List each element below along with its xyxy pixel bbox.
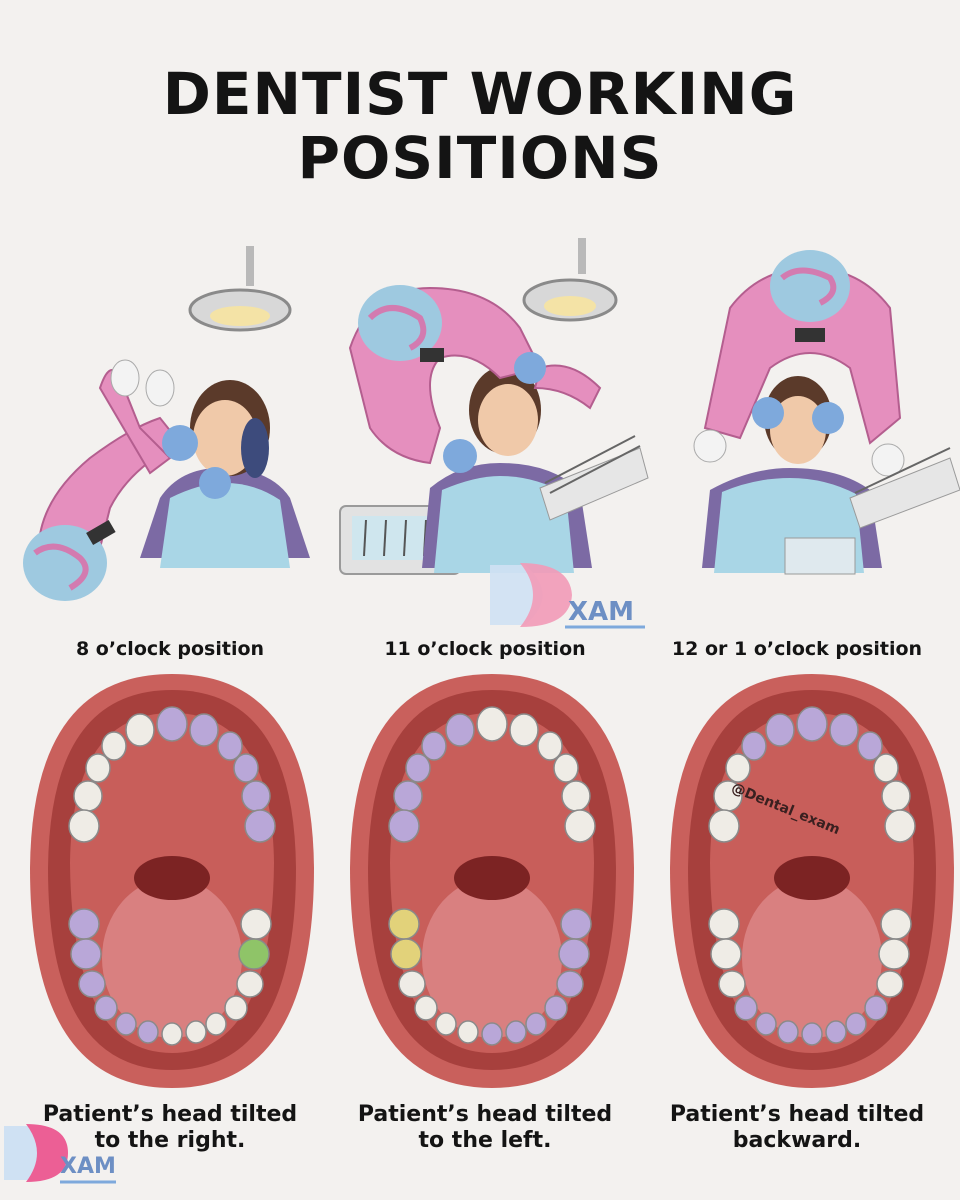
position-label-3: 12 or 1 o’clock position	[671, 638, 923, 660]
caption-1-line1: Patient’s head tilted	[42, 1102, 298, 1127]
logo-bottom-text: XAM	[60, 1154, 116, 1179]
caption-3-line2: backward.	[732, 1128, 862, 1153]
mouth-diagram-2	[342, 668, 642, 1093]
dentist	[693, 250, 905, 477]
page-title: DENTIST WORKING POSITIONS	[162, 60, 798, 192]
dentist	[348, 285, 602, 473]
caption-2-line2: to the left.	[418, 1128, 552, 1153]
lower-teeth	[388, 908, 592, 1046]
upper-teeth	[708, 706, 916, 843]
patient	[140, 380, 310, 568]
lower-teeth	[708, 908, 912, 1046]
dental-lamp-icon	[188, 246, 292, 332]
mouth-diagram-1	[22, 668, 322, 1093]
caption-2: Patient’s head tilted to the left.	[325, 1102, 645, 1154]
dental-lamp-icon	[522, 238, 618, 322]
position-label-2: 11 o’clock position	[384, 638, 586, 660]
position-label-1: 8 o’clock position	[75, 638, 265, 660]
patient	[422, 366, 592, 573]
upper-teeth	[68, 706, 276, 843]
caption-3-line1: Patient’s head tilted	[669, 1102, 925, 1127]
caption-1: Patient’s head tilted to the right.	[10, 1102, 330, 1154]
instrument-rack	[784, 447, 960, 575]
dentist	[23, 359, 231, 601]
scene-11-oclock	[330, 228, 650, 618]
logo-bottom: XAM	[0, 1118, 120, 1188]
instrument-rack	[539, 435, 649, 521]
caption-3: Patient’s head tilted backward.	[637, 1102, 957, 1154]
logo-text: XAM	[568, 597, 635, 627]
caption-1-line2: to the right.	[94, 1128, 246, 1153]
mouth-diagram-3	[662, 668, 960, 1093]
upper-teeth	[388, 706, 596, 843]
caption-2-line1: Patient’s head tilted	[357, 1102, 613, 1127]
lower-teeth	[68, 908, 272, 1046]
scene-12-or-1-oclock	[650, 228, 960, 618]
logo: XAM	[480, 555, 650, 635]
scene-8-oclock	[10, 228, 330, 618]
